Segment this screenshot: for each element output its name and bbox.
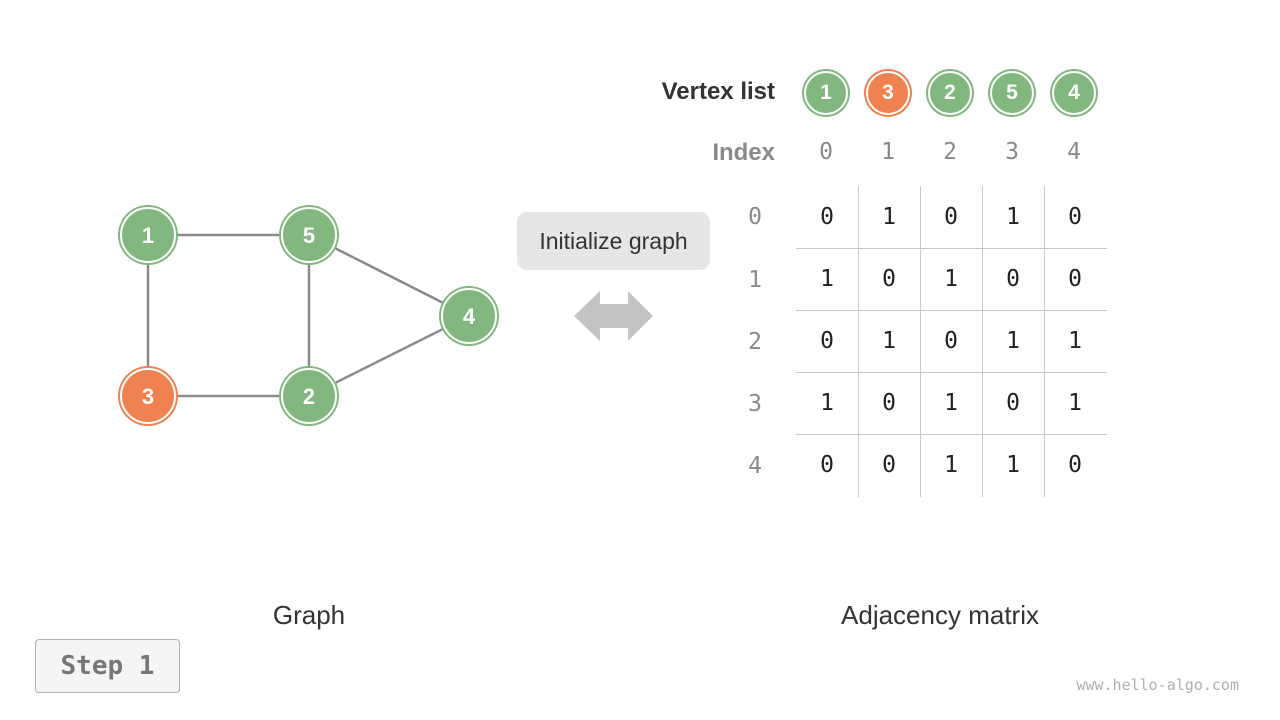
matrix-cell: 1 [1006,328,1020,354]
matrix-cell: 1 [944,390,958,416]
matrix-cell: 1 [1006,452,1020,478]
matrix-cell: 1 [820,266,834,292]
matrix-cell: 1 [882,204,896,230]
matrix-gridline [1044,186,1045,497]
graph-node-label: 3 [142,384,154,409]
matrix-cell: 1 [944,266,958,292]
matrix-cell: 0 [820,328,834,354]
double-arrow-icon [574,291,653,341]
matrix-cell: 0 [1006,390,1020,416]
graph-node: 1 [118,205,178,265]
vertex-list-item: 5 [990,71,1034,115]
matrix-gridline [858,186,859,497]
matrix-cell: 0 [944,204,958,230]
row-index: 3 [748,391,762,417]
index-value: 2 [943,139,957,165]
matrix-cell: 1 [1068,328,1082,354]
graph-node: 5 [279,205,339,265]
matrix-cell: 0 [820,204,834,230]
matrix-cell: 0 [1068,204,1082,230]
matrix-cell: 0 [820,452,834,478]
initialize-graph-label: Initialize graph [517,212,710,270]
row-index: 0 [748,204,762,230]
index-label: Index [712,139,775,166]
matrix-cell: 0 [882,266,896,292]
vertex-list-item: 2 [928,71,972,115]
index-value: 4 [1067,139,1081,165]
vertex-list-label: Vertex list [661,78,775,105]
row-index: 2 [748,329,762,355]
matrix-cell: 0 [882,390,896,416]
matrix-cell: 1 [1006,204,1020,230]
graph-caption: Graph [272,600,346,630]
vertex-list-item: 3 [866,71,910,115]
matrix-gridline [920,186,921,497]
matrix-gridline [796,310,1107,311]
watermark: www.hello-algo.com [1076,676,1239,694]
graph-node: 4 [439,286,499,346]
row-index: 4 [748,453,762,479]
matrix-cell: 1 [820,390,834,416]
matrix-cell: 0 [1068,452,1082,478]
matrix-gridline [796,372,1107,373]
index-value: 3 [1005,139,1019,165]
row-index: 1 [748,267,762,293]
matrix-cell: 0 [1006,266,1020,292]
graph-node: 2 [279,366,339,426]
graph-node: 3 [118,366,178,426]
index-value: 1 [881,139,895,165]
matrix-gridline [982,186,983,497]
matrix-cell: 1 [944,452,958,478]
vertex-list-item: 1 [804,71,848,115]
matrix-caption: Adjacency matrix [841,600,1039,630]
matrix-cell: 0 [944,328,958,354]
graph-node-label: 4 [463,304,476,329]
index-value: 0 [819,139,833,165]
matrix-cell: 0 [882,452,896,478]
step-button[interactable]: Step 1 [35,639,180,693]
matrix-cell: 1 [1068,390,1082,416]
vertex-list-item: 4 [1052,71,1096,115]
graph-node-label: 1 [142,223,154,248]
matrix-gridline [796,248,1107,249]
matrix-cell: 0 [1068,266,1082,292]
graph-node-label: 5 [303,223,315,248]
graph-node-label: 2 [303,384,315,409]
matrix-cell: 1 [882,328,896,354]
matrix-gridline [796,434,1107,435]
